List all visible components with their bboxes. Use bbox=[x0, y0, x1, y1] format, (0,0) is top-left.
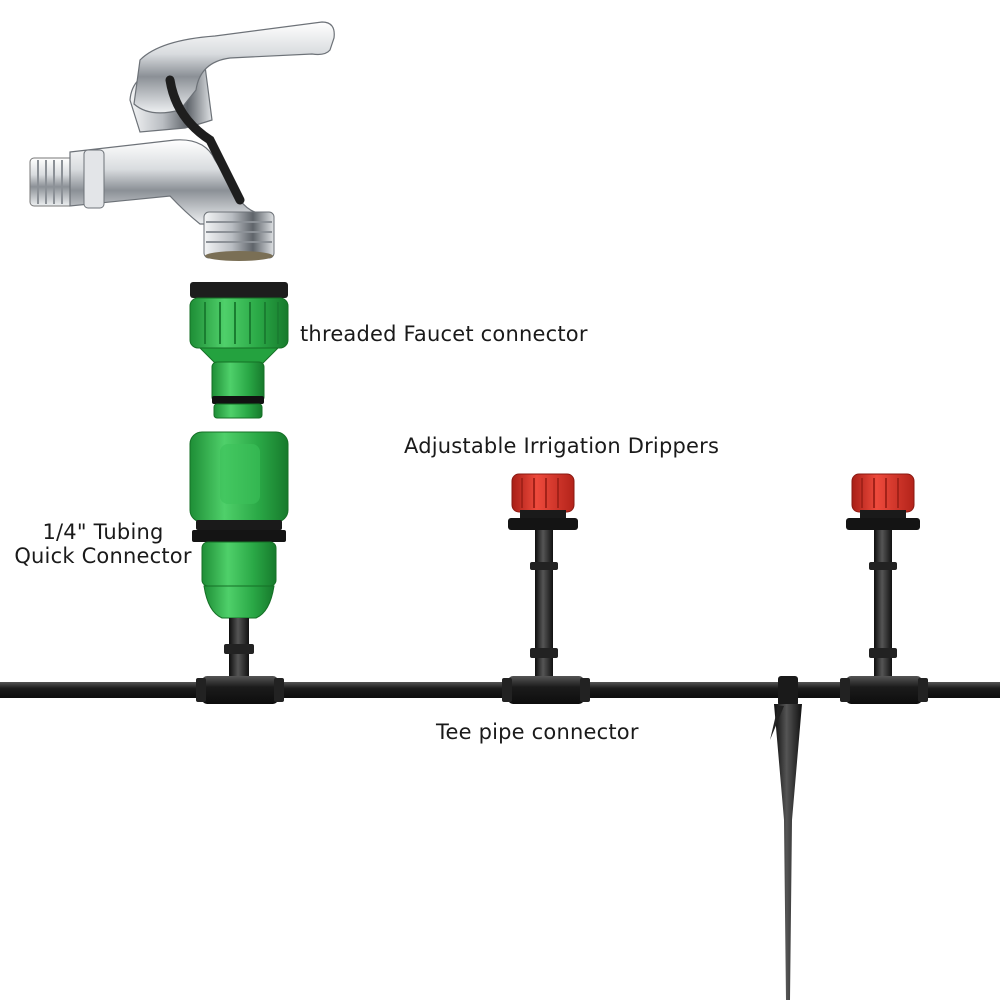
faucet-lever bbox=[133, 21, 335, 114]
irrigation-dripper-2 bbox=[846, 473, 920, 684]
tee-connector-3 bbox=[840, 676, 928, 704]
label-quick-connector-line2: Quick Connector bbox=[14, 544, 192, 568]
threaded-faucet-connector bbox=[189, 282, 289, 419]
label-quick-connector-line1: 1/4" Tubing bbox=[42, 520, 164, 544]
faucet-inlet-thread bbox=[29, 157, 75, 207]
tee-connector-1 bbox=[196, 618, 284, 704]
label-threaded-faucet-connector: threaded Faucet connector bbox=[300, 322, 588, 346]
irrigation-dripper-1 bbox=[508, 473, 578, 684]
quick-connector bbox=[189, 431, 289, 619]
tee-connector-2 bbox=[502, 676, 590, 704]
label-adjustable-irrigation-drippers: Adjustable Irrigation Drippers bbox=[404, 434, 720, 458]
label-quick-connector: 1/4" Tubing Quick Connector bbox=[10, 520, 196, 568]
label-tee-pipe-connector: Tee pipe connector bbox=[436, 720, 639, 744]
support-stake bbox=[770, 676, 802, 1000]
faucet bbox=[29, 21, 335, 261]
